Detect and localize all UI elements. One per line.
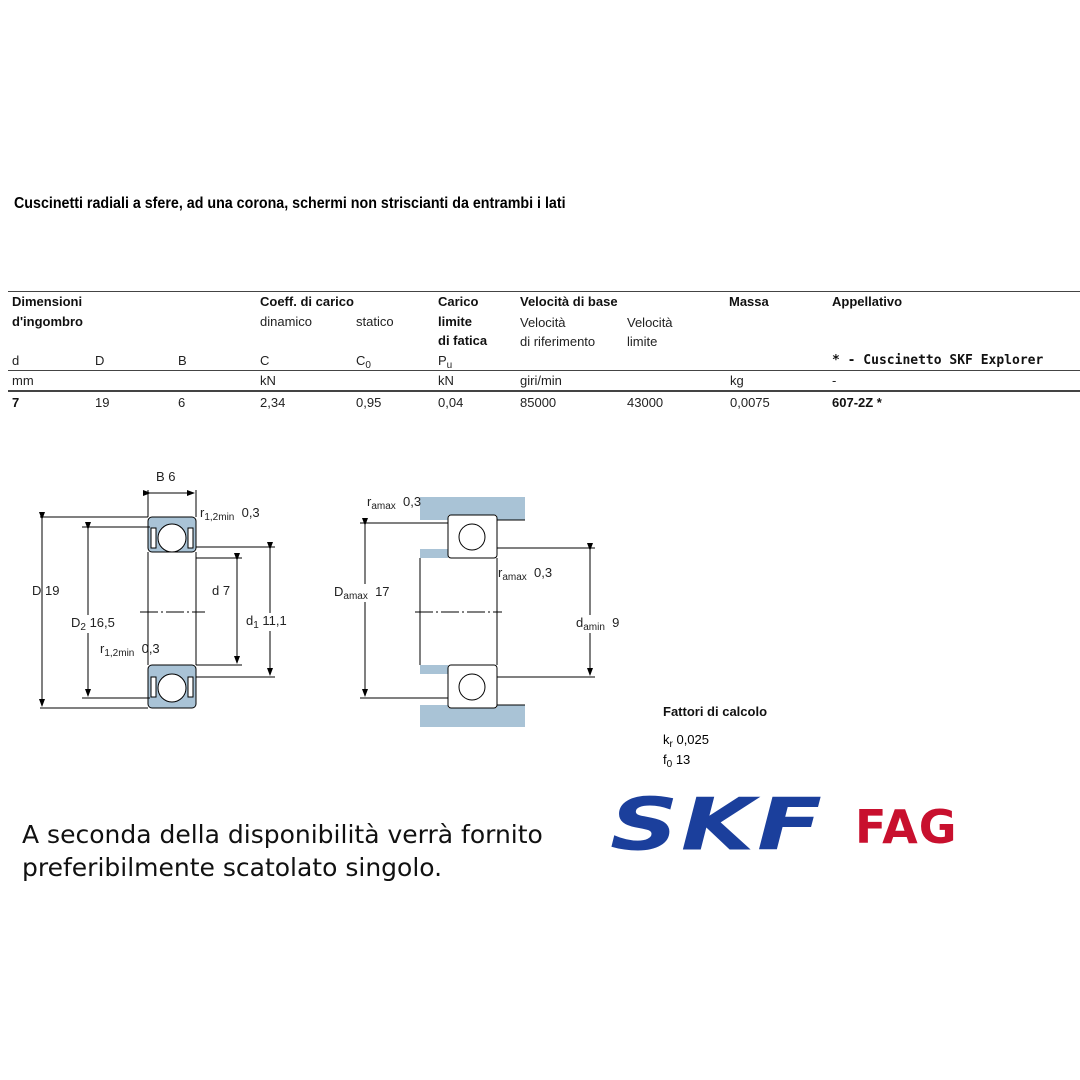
header-ingombro: d'ingombro — [12, 314, 83, 329]
cell-D: 19 — [95, 395, 110, 410]
header-vel-lim-2: limite — [627, 334, 658, 349]
factor-f0: f0 13 — [663, 752, 691, 770]
cell-C0: 0,95 — [356, 395, 382, 410]
dim-B: B 6 — [156, 469, 176, 484]
header-dinamico: dinamico — [260, 314, 313, 329]
table-rule-thick — [8, 390, 1080, 392]
header-coeff: Coeff. di carico — [260, 294, 354, 309]
symbol-C0: C0 — [356, 353, 371, 371]
cell-C: 2,34 — [260, 395, 286, 410]
ball-top — [157, 523, 187, 553]
header-limite: limite — [438, 314, 472, 329]
header-velocita-base: Velocità di base — [520, 294, 618, 309]
dim-r12-bottom: r1,2min 0,3 — [100, 641, 160, 659]
bearing-section-left — [39, 490, 275, 709]
symbol-D: D — [95, 353, 105, 368]
header-dimensioni: Dimensioni — [12, 294, 83, 309]
availability-note-line1: A seconda della disponibilità verrà forn… — [22, 820, 543, 849]
unit-kg: kg — [730, 373, 744, 388]
dim-d: d 7 — [212, 583, 231, 598]
header-carico: Carico — [438, 294, 479, 309]
cell-Pu: 0,04 — [438, 395, 464, 410]
unit-giri: giri/min — [520, 373, 562, 388]
cell-appellativo: 607-2Z * — [832, 395, 882, 410]
header-vel-lim: Velocità — [627, 315, 673, 330]
dim-damin: damin 9 — [576, 615, 620, 633]
bearing-mounting-right — [360, 497, 595, 727]
dim-r12-top: r1,2min 0,3 — [200, 505, 260, 523]
table-top-rule — [8, 291, 1080, 292]
unit-mm: mm — [12, 373, 34, 388]
header-appellativo: Appellativo — [832, 294, 903, 309]
header-massa: Massa — [729, 294, 769, 309]
dim-D: D 19 — [32, 583, 60, 598]
header-vel-rif-2: di riferimento — [520, 334, 596, 349]
symbol-Pu: Pu — [438, 353, 453, 371]
unit-kn: kN — [260, 373, 276, 388]
dim-ra-mid: ramax 0,3 — [498, 565, 553, 583]
symbol-B: B — [178, 353, 187, 368]
dim-D2: D2 16,5 — [71, 615, 115, 633]
cell-vel-rif: 85000 — [520, 395, 557, 410]
availability-note-line2: preferibilmente scatolato singolo. — [22, 853, 443, 882]
dim-Damax: Damax 17 — [334, 584, 390, 602]
cell-massa: 0,0075 — [730, 395, 770, 410]
cell-d: 7 — [12, 395, 20, 410]
calc-factors-title: Fattori di calcolo — [663, 704, 768, 719]
unit-kn-2: kN — [438, 373, 454, 388]
cell-B: 6 — [178, 395, 186, 410]
fag-logo: FAG — [855, 800, 958, 854]
symbol-C: C — [260, 353, 270, 368]
explorer-note: * - Cuscinetto SKF Explorer — [832, 353, 1044, 368]
symbol-d: d — [12, 353, 20, 368]
unit-dash: - — [832, 373, 837, 388]
dim-d1: d1 11,1 — [246, 613, 287, 631]
header-statico: statico — [356, 314, 394, 329]
ball-bottom — [157, 673, 187, 703]
factor-kr: kr 0,025 — [663, 732, 710, 750]
header-vel-rif: Velocità — [520, 315, 566, 330]
header-fatica: di fatica — [438, 333, 488, 348]
table-rule — [8, 370, 1080, 371]
cell-vel-lim: 43000 — [627, 395, 664, 410]
skf-logo: SKF — [610, 782, 825, 867]
page-title: Cuscinetti radiali a sfere, ad una coron… — [14, 195, 566, 212]
dim-ra-top: ramax 0,3 — [367, 494, 422, 512]
